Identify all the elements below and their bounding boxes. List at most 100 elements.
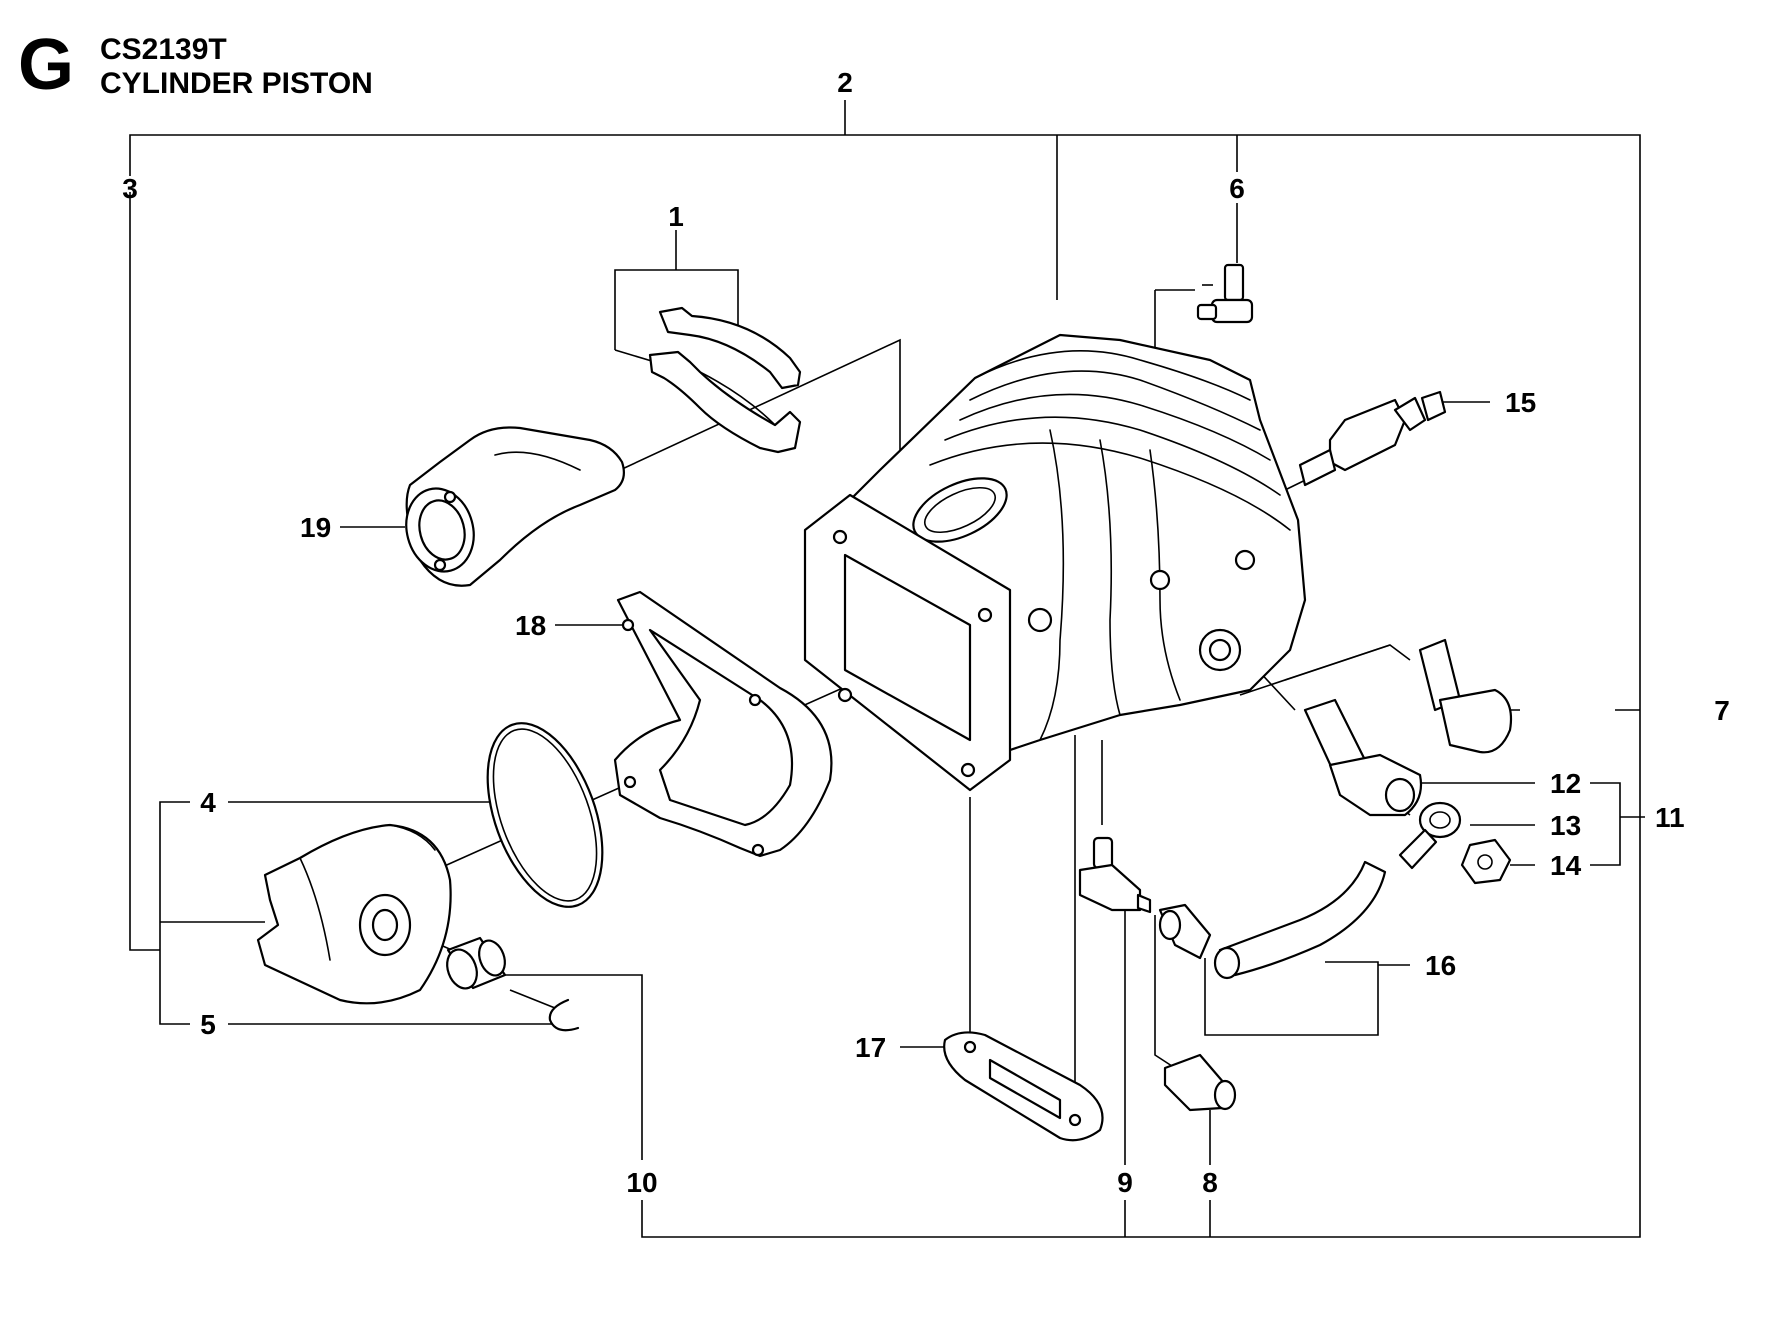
gasket-hole-a bbox=[621, 618, 635, 632]
bolt-recess bbox=[1477, 854, 1493, 870]
part-banjo-ring bbox=[1398, 801, 1462, 870]
ring-inner bbox=[492, 728, 598, 902]
part-bolt bbox=[1460, 838, 1512, 885]
callout-8: 8 bbox=[1202, 1167, 1218, 1198]
gasket-hole-d bbox=[751, 843, 765, 857]
gasket17-window bbox=[988, 1058, 1062, 1120]
bracket-2-outline bbox=[129, 134, 1641, 1238]
hose-end bbox=[1213, 946, 1241, 980]
part-plug-screw bbox=[1418, 638, 1513, 754]
intake-hole-top bbox=[443, 490, 457, 504]
plug-thread bbox=[1298, 448, 1337, 487]
callout-11: 11 bbox=[1655, 802, 1685, 833]
fin-vertical-c bbox=[1039, 429, 1065, 741]
piston-skirt-line bbox=[299, 857, 331, 961]
gasket17-hole-a bbox=[963, 1040, 977, 1054]
leader-3 bbox=[129, 192, 160, 951]
part-elbow-nipple bbox=[1078, 836, 1152, 914]
diagram-title: CYLINDER PISTON bbox=[100, 67, 373, 100]
callout-3: 3 bbox=[122, 173, 138, 204]
callout-5: 5 bbox=[200, 1009, 216, 1040]
leader-8-axis bbox=[1154, 915, 1176, 1069]
plug-neck bbox=[1393, 396, 1427, 432]
callout-7: 7 bbox=[1714, 695, 1730, 726]
part-filter bbox=[1163, 1053, 1237, 1112]
callout-15: 15 bbox=[1505, 387, 1536, 418]
clamp-lower-edge bbox=[699, 371, 776, 426]
banjo-stem bbox=[1398, 828, 1438, 870]
sleeve-end bbox=[1158, 909, 1182, 941]
cylinder-boss-c bbox=[1234, 549, 1256, 571]
section-letter: G bbox=[18, 25, 75, 105]
callout-4: 4 bbox=[200, 787, 216, 818]
flange-hole-b bbox=[977, 607, 993, 623]
fin-1 bbox=[974, 350, 1251, 401]
part-cylinder bbox=[803, 333, 1307, 792]
banjo-outer bbox=[1418, 801, 1462, 839]
model-number: CS2139T bbox=[100, 33, 227, 66]
piston-ring-groove bbox=[389, 824, 436, 851]
cylinder-boss-d bbox=[1149, 569, 1171, 591]
fin-vertical-b bbox=[1099, 439, 1121, 716]
cylinder-intake-port-inner bbox=[924, 486, 996, 534]
bearing-face bbox=[446, 948, 478, 990]
plug-terminal bbox=[1420, 390, 1447, 422]
part-decomp-valve bbox=[1303, 698, 1423, 817]
callout-6: 6 bbox=[1229, 173, 1245, 204]
part-intake-boot bbox=[405, 426, 625, 587]
bolt-head bbox=[1460, 838, 1512, 885]
intake-ridge bbox=[494, 451, 581, 471]
fin-2 bbox=[969, 370, 1261, 431]
piston-body bbox=[256, 823, 452, 1005]
clamp-upper bbox=[658, 306, 802, 390]
clamp-lower bbox=[648, 350, 802, 454]
part-clamps bbox=[648, 306, 802, 454]
hose-body bbox=[1218, 860, 1387, 977]
leader-7-bracket-b bbox=[1239, 644, 1391, 696]
screw-head bbox=[1438, 688, 1513, 754]
fin-3 bbox=[959, 393, 1271, 461]
part-circlip bbox=[548, 998, 580, 1032]
leader-10-bottom bbox=[641, 1200, 1210, 1238]
part-gasket-17 bbox=[943, 1031, 1104, 1142]
cylinder-boss-b-hole bbox=[1208, 638, 1232, 662]
leader-10-top bbox=[490, 974, 643, 1160]
flange-hole-c bbox=[837, 687, 853, 703]
part-piston-ring bbox=[486, 722, 604, 908]
fitting-vertical bbox=[1223, 263, 1245, 302]
flange-hole-d bbox=[960, 762, 976, 778]
bracket-11 bbox=[1590, 782, 1621, 866]
fin-4 bbox=[944, 416, 1281, 496]
axis-circlip bbox=[509, 989, 561, 1011]
callout-1: 1 bbox=[668, 201, 684, 232]
bracket-16 bbox=[1204, 958, 1379, 1036]
fitting-body bbox=[1210, 298, 1254, 324]
flange-hole-a bbox=[832, 529, 848, 545]
callout-14: 14 bbox=[1550, 850, 1582, 881]
callout-10: 10 bbox=[626, 1167, 657, 1198]
callout-labels: 2 3 1 6 15 19 18 7 12 13 14 11 4 5 16 17… bbox=[122, 67, 1730, 1198]
banjo-inner bbox=[1429, 811, 1451, 829]
callout-17: 17 bbox=[855, 1032, 886, 1063]
nipple-tip bbox=[1136, 893, 1152, 914]
valve-outlet bbox=[1384, 777, 1416, 813]
fin-vertical-a bbox=[1149, 449, 1181, 701]
gasket17-hole-b bbox=[1068, 1113, 1082, 1127]
callout-9: 9 bbox=[1117, 1167, 1133, 1198]
gasket-inner bbox=[648, 628, 794, 827]
callout-13: 13 bbox=[1550, 810, 1581, 841]
callout-16: 16 bbox=[1425, 950, 1456, 981]
fitting-stub bbox=[1196, 303, 1218, 321]
part-piston bbox=[256, 823, 452, 1005]
part-fuel-hose bbox=[1213, 860, 1387, 980]
ring-outer bbox=[486, 722, 604, 908]
part-needle-bearing bbox=[446, 936, 507, 990]
part-elbow-fitting bbox=[1196, 263, 1254, 324]
intake-bore bbox=[418, 499, 466, 561]
intake-hole-bottom bbox=[433, 558, 447, 572]
callout-19: 19 bbox=[300, 512, 331, 543]
leader-1-lower bbox=[614, 349, 656, 363]
gasket-hole-c bbox=[623, 775, 637, 789]
part-gasket-18 bbox=[613, 590, 833, 858]
